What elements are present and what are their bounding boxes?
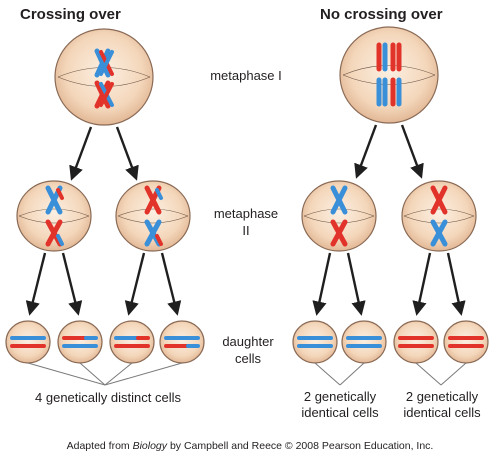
cell-metaphase-1-no-crossing (339, 26, 439, 124)
crossing-over-branch (5, 28, 205, 386)
label-identical-cells-a: 2 genetically identical cells (286, 389, 394, 421)
arrow-mii-to-daughter-left-2 (61, 252, 83, 316)
label-metaphase-2-line2: II (242, 223, 250, 238)
label-identical-cells-a-line2: identical cells (301, 405, 379, 420)
source-credit: Adapted from Biology by Campbell and Ree… (0, 440, 500, 452)
arrow-mii-to-daughter-right-4 (446, 252, 466, 316)
cell-metaphase-2-crossing-a (16, 180, 92, 252)
cell-metaphase-1-crossing (54, 28, 154, 126)
label-metaphase-2-line1: metaphase (213, 206, 279, 221)
arrow-mii-to-daughter-right-2 (346, 252, 366, 316)
cell-metaphase-2-no-crossing-a (301, 180, 377, 252)
arrow-mii-to-daughter-left-4 (160, 252, 182, 316)
arrow-mii-to-daughter-left-1 (25, 252, 47, 316)
label-daughter-cells: daughter cells (206, 333, 290, 367)
label-identical-cells-b-line2: identical cells (403, 405, 481, 420)
bracket-identical-cells-b (415, 362, 467, 386)
label-identical-cells-b: 2 genetically identical cells (388, 389, 496, 421)
heading-crossing-over: Crossing over (20, 6, 121, 23)
daughter-cell-crossing-3 (109, 320, 155, 364)
arrow-mii-to-daughter-right-3 (412, 252, 432, 316)
label-identical-cells-b-line1: 2 genetically (405, 389, 479, 404)
bracket-identical-cells-a (314, 362, 365, 386)
cell-metaphase-2-crossing-b (115, 180, 191, 252)
arrow-mii-to-daughter-right-1 (312, 252, 332, 316)
daughter-cell-no-crossing-2 (341, 320, 387, 364)
label-identical-cells-a-line1: 2 genetically (303, 389, 377, 404)
chromosome-pair-lower (94, 80, 114, 109)
arrow-mi-to-mii-right-b (400, 124, 424, 179)
arrow-mi-to-mii-left-a (69, 126, 93, 181)
daughter-cell-crossing-1 (5, 320, 51, 364)
heading-no-crossing-over: No crossing over (320, 6, 443, 23)
daughter-cell-no-crossing-3 (393, 320, 439, 364)
daughter-cell-crossing-2 (57, 320, 103, 364)
daughter-cell-no-crossing-1 (292, 320, 338, 364)
cell-metaphase-2-no-crossing-b (401, 180, 477, 252)
label-distinct-cells: 4 genetically distinct cells (35, 390, 181, 405)
arrow-mi-to-mii-left-b (115, 126, 139, 181)
arrow-mii-to-daughter-left-3 (124, 252, 146, 316)
label-metaphase-2: metaphase II (196, 205, 296, 239)
daughter-cell-crossing-4 (159, 320, 205, 364)
credit-prefix: Adapted from (66, 440, 133, 452)
arrow-mi-to-mii-right-a (354, 124, 378, 179)
credit-suffix: by Campbell and Reece © 2008 Pearson Edu… (167, 440, 434, 452)
chromosome-pair-upper (94, 48, 114, 78)
credit-book-title: Biology (132, 440, 168, 452)
label-daughter-cells-line1: daughter (222, 334, 274, 349)
no-crossing-over-branch (292, 26, 489, 386)
bracket-distinct-cells (27, 362, 183, 386)
daughter-cell-no-crossing-4 (443, 320, 489, 364)
label-metaphase-1: metaphase I (210, 68, 282, 83)
label-daughter-cells-line2: cells (234, 351, 261, 366)
